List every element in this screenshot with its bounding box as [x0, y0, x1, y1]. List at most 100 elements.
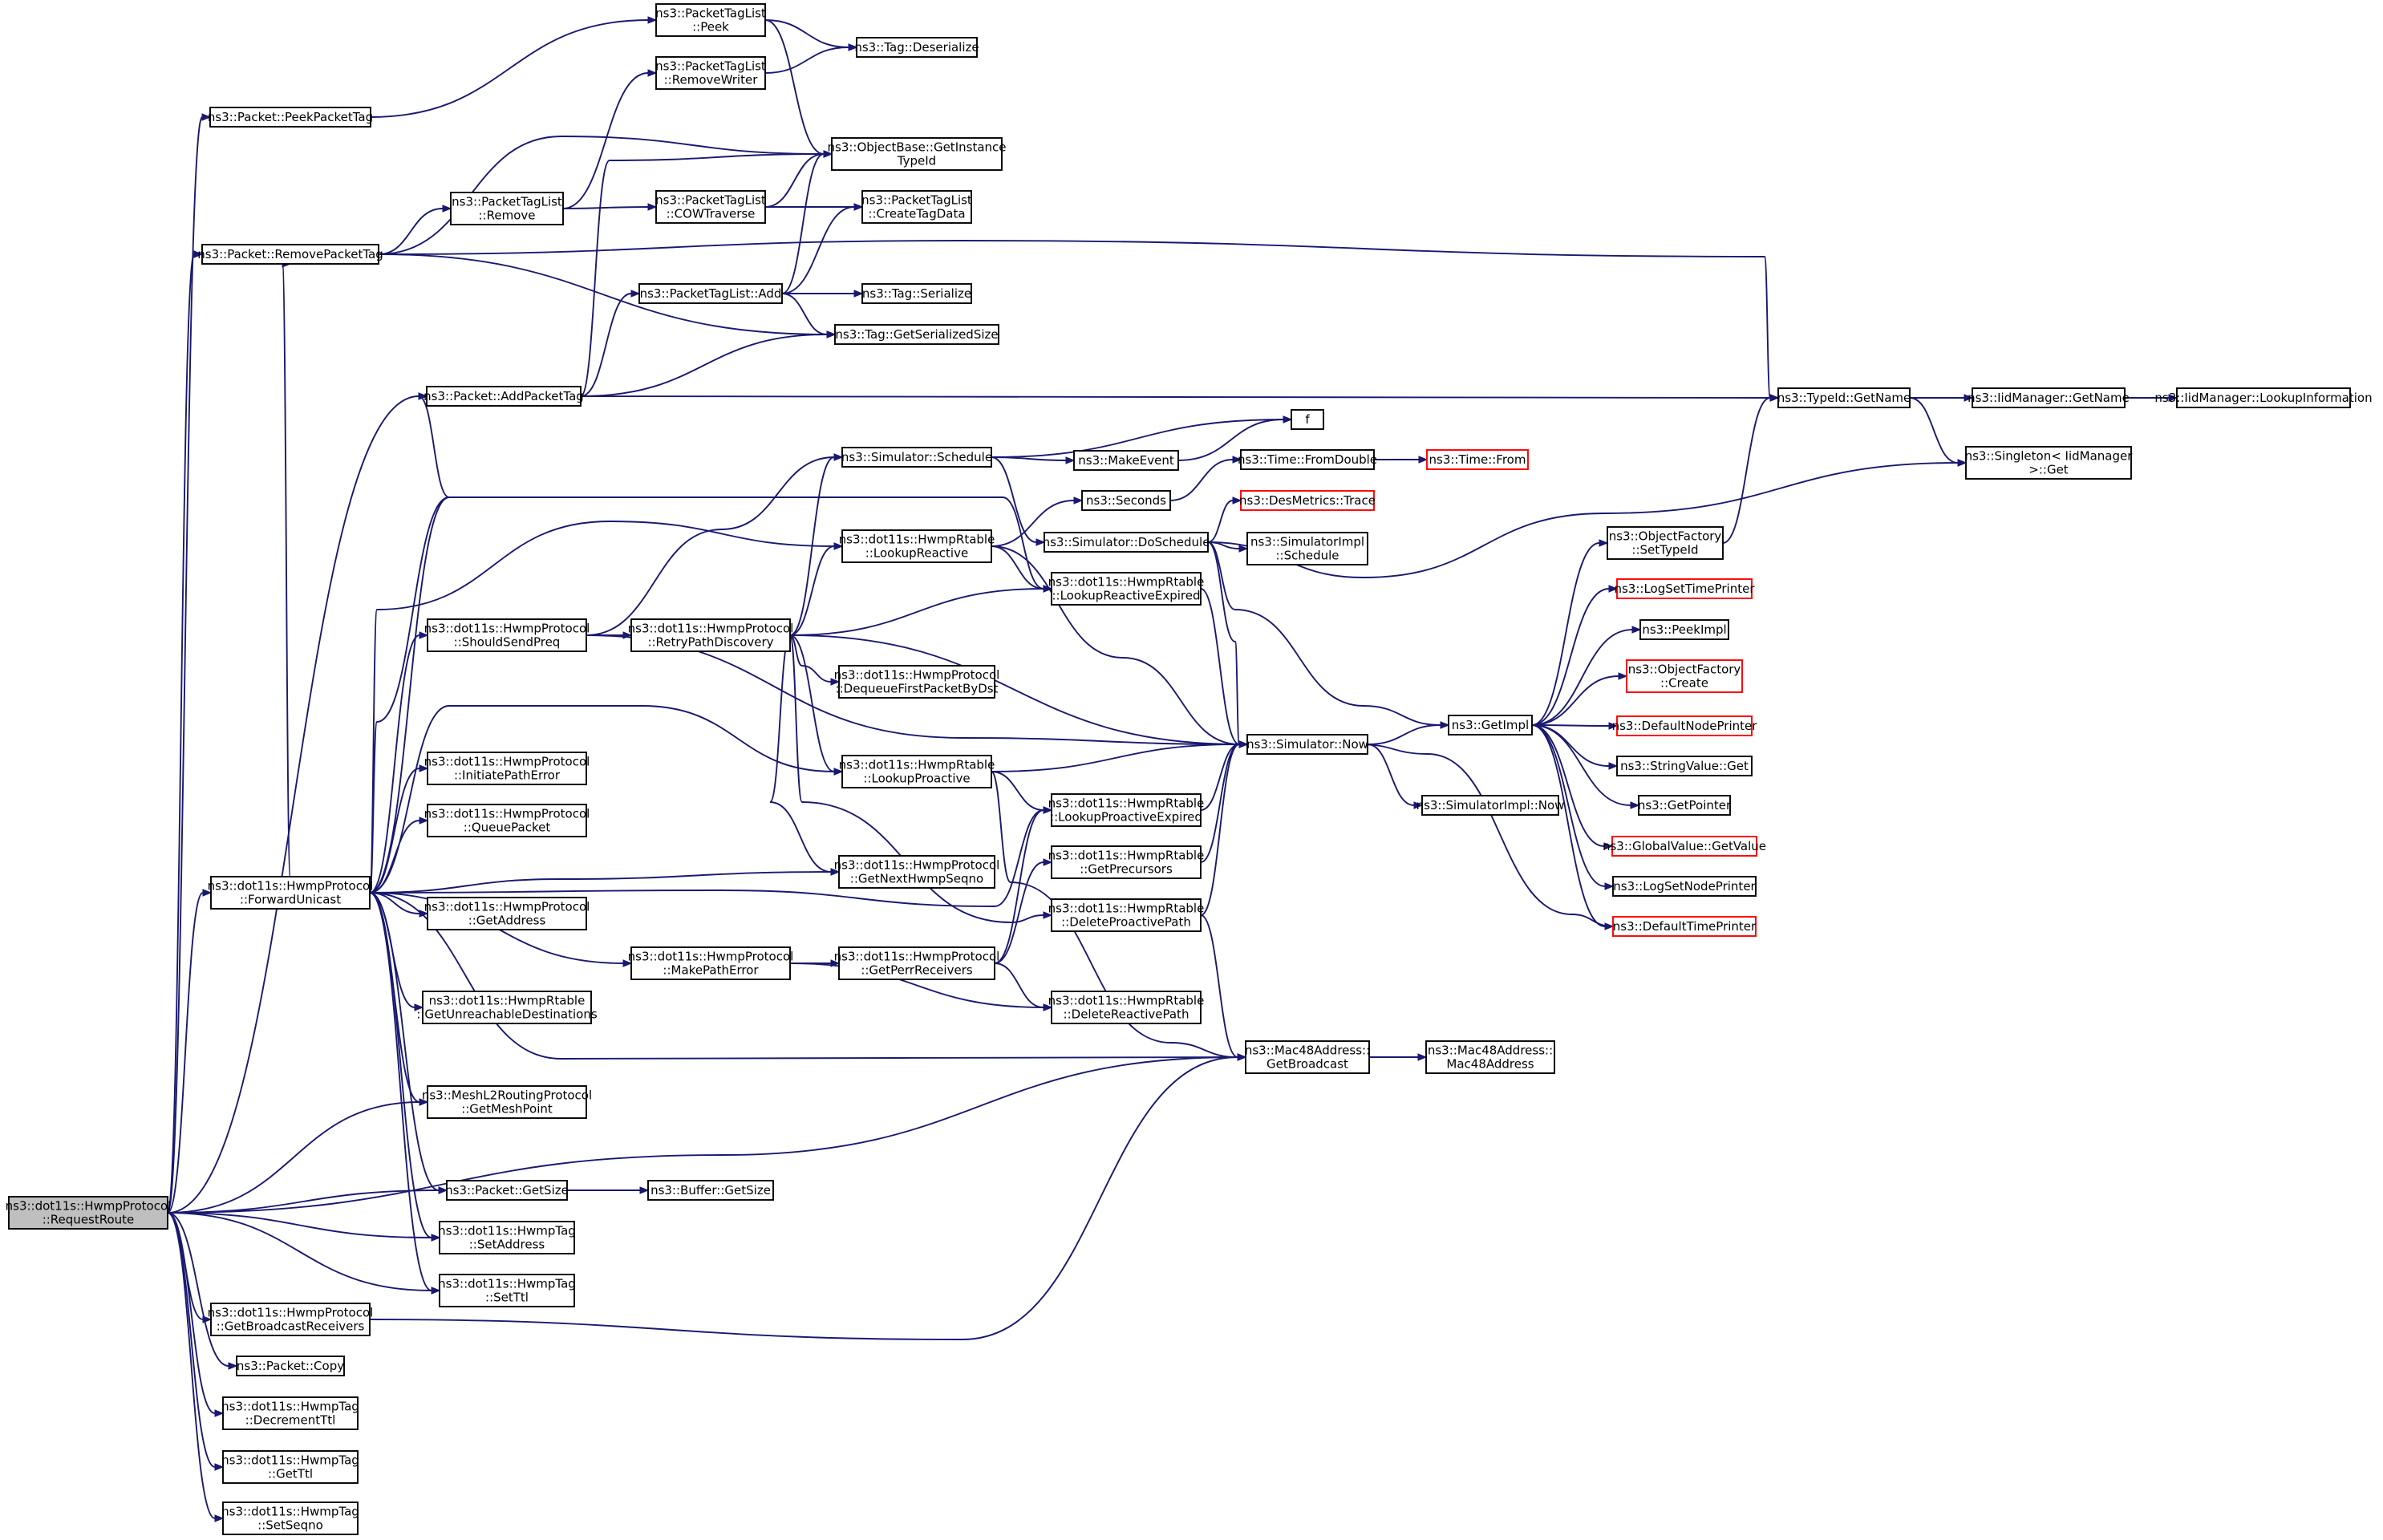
edge-retryPathDiscovery-to-lookupProactive — [789, 634, 835, 772]
node-tagSerialize[interactable]: ns3::Tag::Serialize — [861, 283, 972, 304]
edge-addPacketTag-to-ptlAdd — [580, 293, 632, 397]
node-peekPacketTag[interactable]: ns3::Packet::PeekPacketTag — [208, 107, 373, 128]
node-getBroadcast[interactable]: ns3::Mac48Address::GetBroadcast — [1245, 1040, 1370, 1074]
node-box — [1638, 795, 1731, 816]
node-lookupReactiveExpired[interactable]: ns3::dot11s::HwmpRtable::LookupReactiveE… — [1048, 572, 1205, 606]
node-getUnreachable[interactable]: ns3::dot11s::HwmpRtable::GetUnreachableD… — [416, 991, 598, 1024]
node-simImplNow[interactable]: ns3::SimulatorImpl::Now — [1416, 795, 1565, 816]
node-logSetTimePrinter[interactable]: ns3::LogSetTimePrinter — [1614, 578, 1755, 599]
node-label: ns3::dot11s::HwmpProtocol — [424, 807, 590, 821]
node-deleteProactivePath[interactable]: ns3::dot11s::HwmpRtable::DeleteProactive… — [1048, 898, 1205, 932]
node-makeEvent[interactable]: ns3::MakeEvent — [1073, 450, 1179, 471]
node-makePathError[interactable]: ns3::dot11s::HwmpProtocol::MakePathError — [628, 946, 794, 980]
node-box — [1240, 449, 1375, 470]
node-label: ::MakePathError — [663, 963, 759, 978]
node-retryPathDiscovery[interactable]: ns3::dot11s::HwmpProtocol::RetryPathDisc… — [628, 618, 794, 652]
node-defaultNodePrinter[interactable]: ns3::DefaultNodePrinter — [1612, 715, 1758, 736]
node-label: ns3::dot11s::HwmpProtocol — [628, 622, 794, 636]
node-label: ::RetryPathDiscovery — [647, 635, 773, 650]
node-tagGetSerializedSize[interactable]: ns3::Tag::GetSerializedSize — [834, 324, 999, 345]
node-removePacketTag[interactable]: ns3::Packet::RemovePacketTag — [197, 244, 383, 265]
node-logSetNodePrinter[interactable]: ns3::LogSetNodePrinter — [1612, 876, 1757, 897]
node-desMetricsTrace[interactable]: ns3::DesMetrics::Trace — [1239, 490, 1376, 511]
node-dequeueFirst[interactable]: ns3::dot11s::HwmpProtocol::DequeueFirstP… — [834, 665, 1000, 699]
node-simImplSchedule[interactable]: ns3::SimulatorImpl::Schedule — [1246, 532, 1368, 565]
node-fromDouble[interactable]: ns3::Time::FromDouble — [1238, 449, 1377, 470]
node-lookupReactive[interactable]: ns3::dot11s::HwmpRtable::LookupReactive — [839, 529, 995, 563]
edge-makePathError-to-deleteReactivePath — [789, 962, 1044, 1008]
node-getAddress[interactable]: ns3::dot11s::HwmpProtocol::GetAddress — [424, 897, 590, 930]
node-getTtl[interactable]: ns3::dot11s::HwmpTag::GetTtl — [221, 1450, 359, 1484]
node-forwardUnicast[interactable]: ns3::dot11s::HwmpProtocol::ForwardUnicas… — [208, 876, 374, 910]
node-mac48Ctor[interactable]: ns3::Mac48Address::Mac48Address — [1425, 1040, 1555, 1074]
node-setTtl[interactable]: ns3::dot11s::HwmpTag::SetTtl — [438, 1274, 576, 1307]
arrowhead-forwardUnicast-to-getUnreachable — [414, 1003, 424, 1011]
edge-ptlRemove-to-ptlRemoveWriter — [562, 72, 649, 209]
arrowhead-root-to-setSeqno — [214, 1514, 225, 1522]
node-ptlPeek[interactable]: ns3::PacketTagList::Peek — [655, 3, 766, 37]
edge-deleteProactivePath-to-simNow — [1200, 744, 1240, 916]
node-typeIdGetName[interactable]: ns3::TypeId::GetName — [1777, 387, 1911, 408]
node-deleteReactivePath[interactable]: ns3::dot11s::HwmpRtable::DeleteReactiveP… — [1048, 991, 1205, 1024]
node-root[interactable]: ns3::dot11s::HwmpProtocol::RequestRoute — [6, 1196, 172, 1230]
node-addPacketTag[interactable]: ns3::Packet::AddPacketTag — [424, 386, 584, 407]
node-iidLookupInfo[interactable]: ns3::IidManager::LookupInformation — [2154, 387, 2373, 408]
node-lookupProactiveExpired[interactable]: ns3::dot11s::HwmpRtable::LookupProactive… — [1048, 793, 1205, 827]
node-ofCreate[interactable]: ns3::ObjectFactory::Create — [1626, 659, 1743, 693]
node-box — [856, 37, 978, 58]
edge-shouldSendPreq-to-simNow — [586, 634, 1240, 745]
node-label: ns3::Singleton< IidManager — [1965, 449, 2134, 464]
node-getImpl[interactable]: ns3::GetImpl — [1448, 715, 1533, 736]
node-label: ns3::Seconds — [1086, 493, 1166, 508]
node-tagDeserialize[interactable]: ns3::Tag::Deserialize — [854, 37, 979, 58]
node-seconds[interactable]: ns3::Seconds — [1081, 490, 1171, 511]
node-label: ::Schedule — [1275, 549, 1339, 563]
node-globalValueGetValue[interactable]: ns3::GlobalValue::GetValue — [1603, 836, 1766, 857]
node-decrementTtl[interactable]: ns3::dot11s::HwmpTag::DecrementTtl — [221, 1396, 359, 1430]
node-iidGetName[interactable]: ns3::IidManager::GetName — [1968, 387, 2130, 408]
node-packetGetSize[interactable]: ns3::Packet::GetSize — [445, 1180, 569, 1201]
node-initiatePathError[interactable]: ns3::dot11s::HwmpProtocol::InitiatePathE… — [424, 752, 590, 785]
node-box — [841, 529, 992, 563]
arrowhead-root-to-removePacketTag — [193, 250, 204, 258]
node-simNow[interactable]: ns3::Simulator::Now — [1246, 734, 1368, 755]
node-getPointer[interactable]: ns3::GetPointer — [1638, 795, 1732, 816]
node-getPerrReceivers[interactable]: ns3::dot11s::HwmpProtocol::GetPerrReceiv… — [834, 946, 1000, 980]
node-ofSetTypeId[interactable]: ns3::ObjectFactory::SetTypeId — [1607, 526, 1724, 560]
node-getMeshPoint[interactable]: ns3::MeshL2RoutingProtocol::GetMeshPoint — [422, 1085, 592, 1119]
node-queuePacket[interactable]: ns3::dot11s::HwmpProtocol::QueuePacket — [424, 804, 590, 837]
node-label: ns3::Packet::RemovePacketTag — [197, 247, 383, 261]
node-ptlAdd[interactable]: ns3::PacketTagList::Add — [638, 283, 783, 304]
node-packetCopy[interactable]: ns3::Packet::Copy — [236, 1356, 345, 1376]
node-getPrecursors[interactable]: ns3::dot11s::HwmpRtable::GetPrecursors — [1048, 845, 1205, 879]
node-ptlCowTraverse[interactable]: ns3::PacketTagList::COWTraverse — [655, 190, 766, 224]
node-stringValueGet[interactable]: ns3::StringValue::Get — [1616, 756, 1753, 776]
arrowhead-seconds-to-fromDouble — [1232, 456, 1242, 464]
node-getBroadcastReceivers[interactable]: ns3::dot11s::HwmpProtocol::GetBroadcastR… — [208, 1303, 374, 1336]
node-timeFrom[interactable]: ns3::Time::From — [1426, 449, 1529, 470]
node-ptlRemove[interactable]: ns3::PacketTagList::Remove — [450, 192, 564, 225]
node-label: ns3::MeshL2RoutingProtocol — [422, 1088, 592, 1103]
node-setSeqno[interactable]: ns3::dot11s::HwmpTag::SetSeqno — [221, 1502, 359, 1535]
node-box — [450, 192, 564, 225]
node-defaultTimePrinter[interactable]: ns3::DefaultTimePrinter — [1612, 916, 1757, 937]
node-ptlRemoveWriter[interactable]: ns3::PacketTagList::RemoveWriter — [655, 56, 766, 90]
node-shouldSendPreq[interactable]: ns3::dot11s::HwmpProtocol::ShouldSendPre… — [424, 618, 590, 652]
arrowhead-doSchedule-to-desMetricsTrace — [1232, 496, 1242, 505]
node-lookupProactive[interactable]: ns3::dot11s::HwmpRtable::LookupProactive — [839, 755, 995, 788]
node-ptlCreateTagData[interactable]: ns3::PacketTagList::CreateTagData — [861, 190, 972, 224]
node-bufferGetSize[interactable]: ns3::Buffer::GetSize — [647, 1180, 774, 1201]
node-simSchedule[interactable]: ns3::Simulator::Schedule — [841, 447, 992, 468]
node-peekImpl[interactable]: ns3::PeekImpl — [1639, 619, 1729, 640]
node-box — [427, 752, 587, 785]
node-label: ns3::dot11s::HwmpProtocol — [424, 622, 590, 636]
node-label: ns3::LogSetNodePrinter — [1613, 879, 1756, 894]
node-getNextSeqno[interactable]: ns3::dot11s::HwmpProtocol::GetNextHwmpSe… — [834, 855, 1000, 889]
arrowhead-root-to-getTtl — [214, 1463, 225, 1471]
node-fnF[interactable]: f — [1291, 409, 1324, 430]
node-doSchedule[interactable]: ns3::Simulator::DoSchedule — [1043, 532, 1210, 553]
node-setAddress[interactable]: ns3::dot11s::HwmpTag::SetAddress — [438, 1221, 576, 1254]
node-singletonGet[interactable]: ns3::Singleton< IidManager >::Get — [1965, 446, 2134, 480]
node-box — [838, 855, 995, 889]
